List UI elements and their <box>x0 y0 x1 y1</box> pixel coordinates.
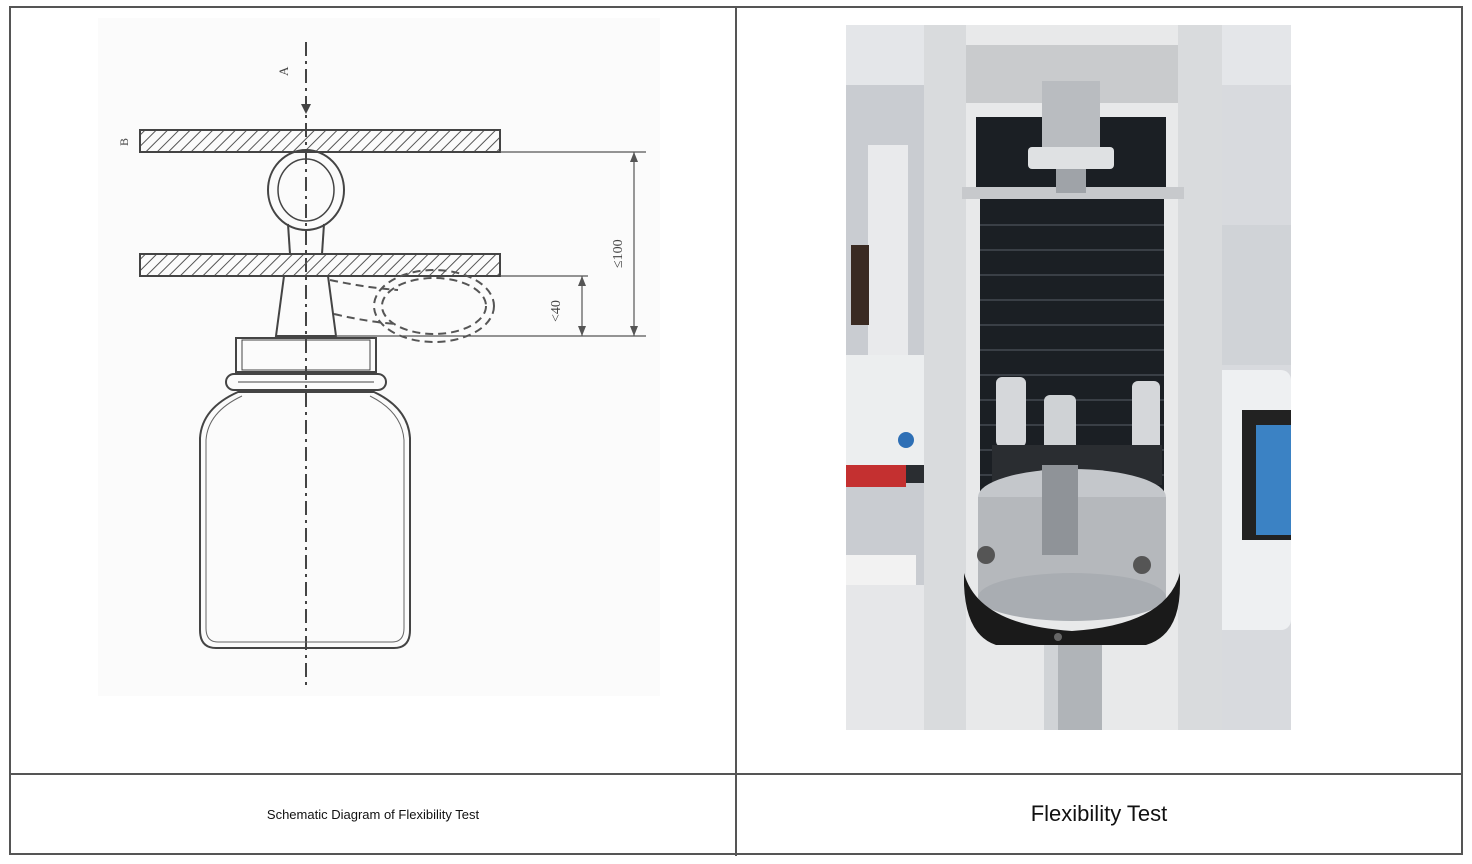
bottle-cap <box>235 337 377 373</box>
dimension-lines <box>336 151 646 337</box>
arrow-a-icon <box>301 104 311 114</box>
teat-bulb <box>267 149 345 231</box>
flexibility-test-schematic: A B ≤100 <40 <box>98 18 660 696</box>
lower-plate <box>139 253 501 277</box>
bent-teat-outline <box>329 269 495 343</box>
caption-photo: Flexibility Test <box>1030 801 1168 826</box>
caption-schematic: Schematic Diagram of Flexibility Test <box>266 806 480 822</box>
flexibility-test-photo <box>846 25 1291 730</box>
dim-inner-label: <40 <box>549 300 564 322</box>
upper-spindle <box>1042 81 1100 151</box>
teat-neck <box>274 275 338 337</box>
bottle-body <box>199 391 411 649</box>
chuck-pin-right <box>1132 381 1160 451</box>
machine-frame-left <box>924 25 966 730</box>
row-divider <box>9 773 1463 775</box>
column-divider <box>735 6 737 856</box>
chuck-ring <box>964 573 1180 645</box>
label-b: B <box>117 138 131 146</box>
machine-frame-right <box>1178 25 1222 730</box>
bottle-collar <box>225 373 387 391</box>
dim-outer-label: ≤100 <box>611 239 626 268</box>
upper-plate <box>139 129 501 153</box>
label-a: A <box>276 66 291 76</box>
chuck-pin-left <box>996 377 1026 447</box>
